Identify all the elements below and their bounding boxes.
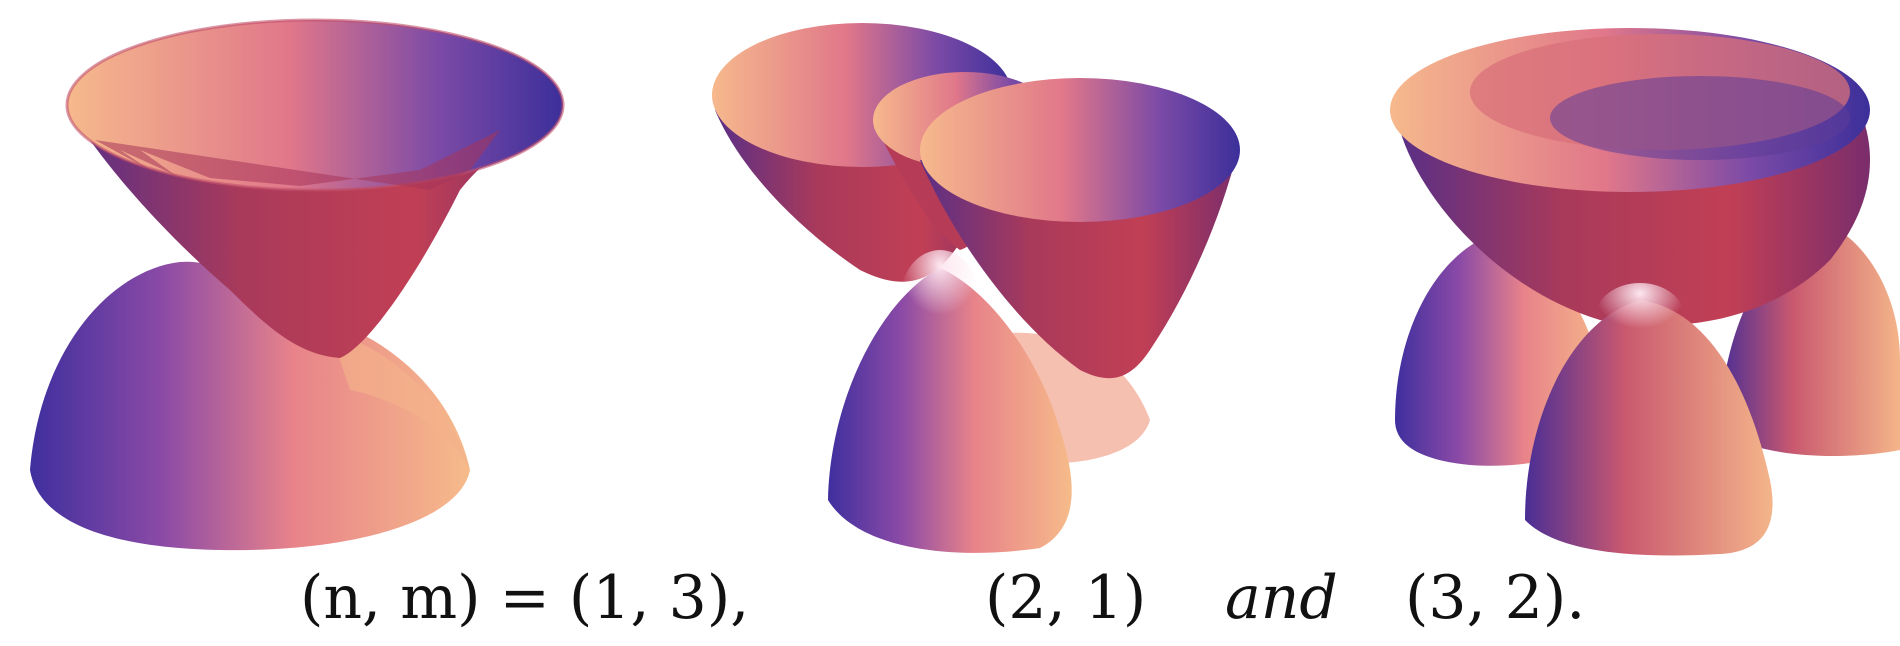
panel-1 <box>30 18 565 551</box>
upper-cones-rim-core <box>1550 76 1850 160</box>
panel-2 <box>712 23 1240 553</box>
panel-3 <box>1390 28 1900 556</box>
upper-cone-rim <box>67 20 563 190</box>
dome-tip-highlight <box>900 250 980 350</box>
front-dome-tip-highlight <box>1595 283 1685 353</box>
right-upper-cone-rim <box>920 78 1240 222</box>
upper-cone-rim-edge <box>65 18 565 192</box>
lower-dome-back <box>330 330 470 470</box>
front-lower-dome <box>1525 300 1773 556</box>
upper-cone-inner-fold <box>95 130 500 190</box>
left-lower-dome <box>828 268 1072 553</box>
